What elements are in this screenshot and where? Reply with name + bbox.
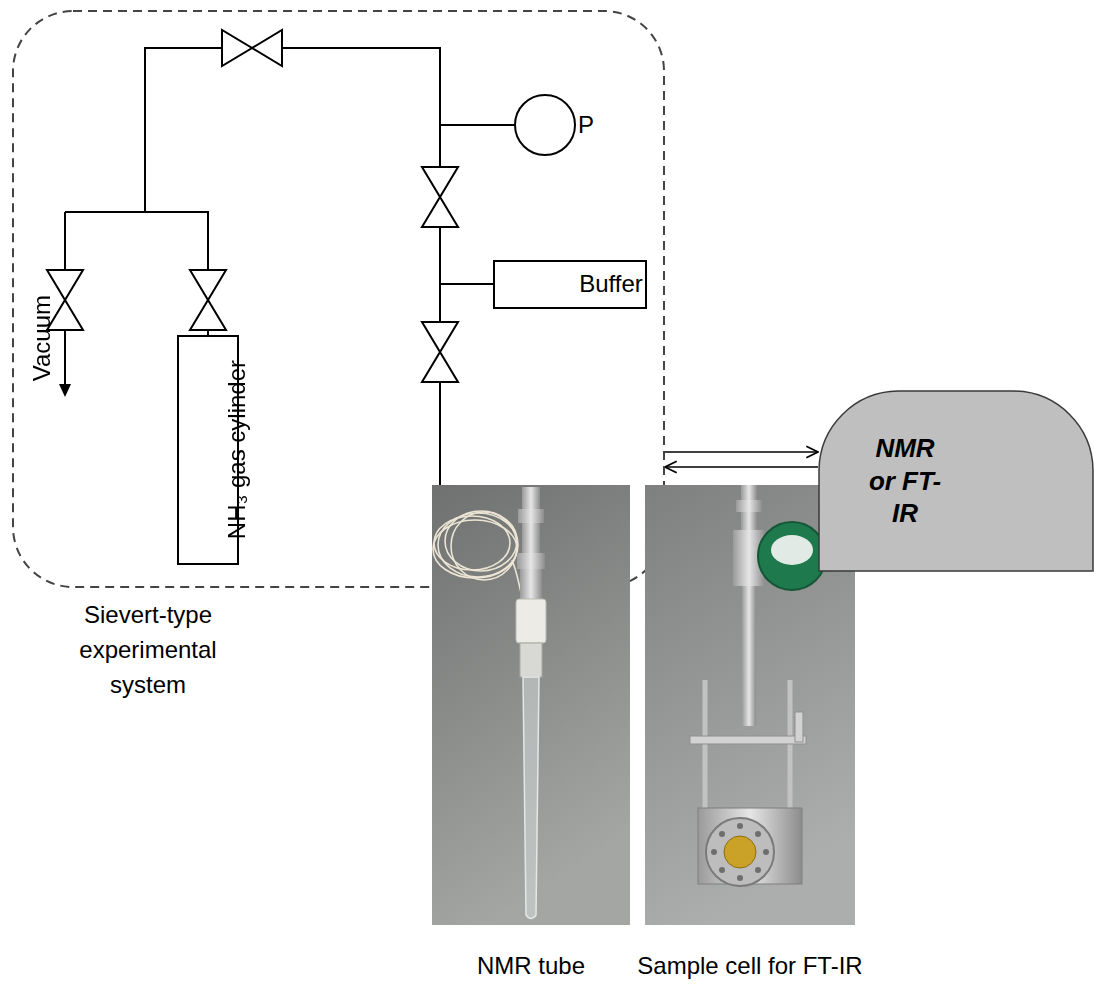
glass-tube xyxy=(523,677,539,919)
valve-group xyxy=(47,30,458,382)
fitting-nut xyxy=(518,509,544,523)
instrument-outline xyxy=(818,390,1094,572)
instrument-outline xyxy=(819,391,1093,571)
transfer-arrow xyxy=(665,466,818,468)
thermocouple-coil xyxy=(433,511,527,625)
photo-caption: Sample cell for FT-IR xyxy=(637,952,862,981)
ir-window xyxy=(724,836,756,868)
valve-symbol xyxy=(422,167,458,227)
window-flange xyxy=(706,818,774,886)
system-heading: Sievert-type experimental system xyxy=(53,598,243,702)
cylinder-label: NH₃ gas cylinder xyxy=(220,360,278,539)
pressure-gauge: P xyxy=(514,94,576,156)
valve-symbol xyxy=(222,30,282,66)
gauge-label: P xyxy=(555,108,617,143)
label-anchor: Sample cell for FT-IR xyxy=(637,952,862,981)
flow-arrowhead xyxy=(59,384,71,397)
tube-adapter xyxy=(520,643,542,677)
system-boundary: Sievert-type experimental systemPBufferN… xyxy=(12,10,665,588)
gas-cylinder: NH₃ gas cylinder xyxy=(177,335,239,565)
label-anchor: NMR tube xyxy=(477,952,585,981)
nmr-tube-photo xyxy=(432,485,630,925)
valve-knob xyxy=(758,522,826,590)
fitting xyxy=(522,487,540,509)
tube-adapter xyxy=(516,599,546,643)
fitting xyxy=(520,569,542,599)
pipe xyxy=(65,212,440,487)
buffer-tank: Buffer xyxy=(493,260,647,309)
gauge-circle xyxy=(515,95,575,155)
support-plate xyxy=(795,712,803,742)
boundary-outline xyxy=(13,11,664,587)
transfer-arrow xyxy=(665,451,818,453)
tank-label: Buffer xyxy=(536,267,686,302)
label-anchor: Vacuum xyxy=(28,295,57,381)
pipe xyxy=(439,285,441,487)
flange-bolts xyxy=(711,823,769,881)
cell-stem xyxy=(742,586,756,726)
threaded-rod xyxy=(788,680,793,812)
gauge-circle xyxy=(514,94,576,156)
fitting xyxy=(522,523,540,553)
photo-caption: NMR tube xyxy=(477,952,585,981)
fitting-nut xyxy=(736,500,762,512)
pipe xyxy=(65,211,145,213)
valve-symbol xyxy=(190,270,226,330)
gas-line xyxy=(145,48,514,335)
instrument-block: NMR or FT-IR xyxy=(818,390,1094,572)
port-label: Vacuum xyxy=(28,295,57,381)
fitting-nut xyxy=(517,553,545,569)
instrument-label: NMR or FT-IR xyxy=(862,432,948,530)
support-plate xyxy=(690,736,806,744)
threaded-rod xyxy=(703,680,708,812)
valve-symbol xyxy=(422,322,458,382)
photo-ground xyxy=(432,485,630,925)
knob-highlight xyxy=(771,535,813,565)
